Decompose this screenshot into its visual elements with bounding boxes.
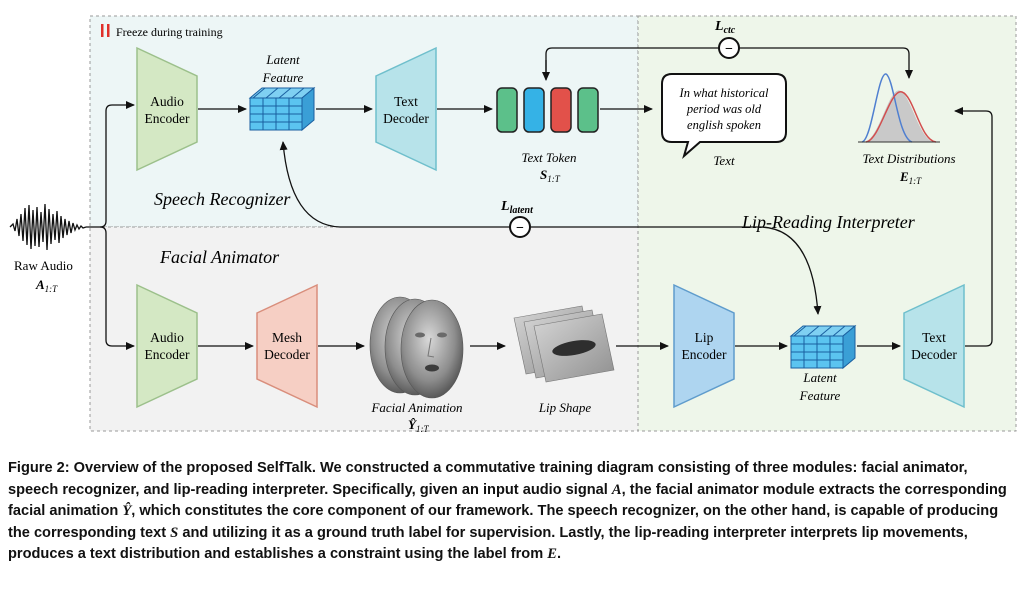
speech-recognizer-title: Speech Recognizer — [154, 189, 291, 209]
lip-reading-interpreter-title: Lip-Reading Interpreter — [741, 212, 916, 232]
text-label: Text — [713, 153, 735, 168]
mesh-decoder-block — [256, 283, 318, 409]
ctc-loss-line-right — [739, 47, 913, 79]
freeze-legend: Freeze during training — [101, 24, 223, 39]
lip-encoder-block — [673, 283, 735, 409]
latent-loss-label: Llatent — [500, 199, 534, 216]
text-decoder-top-block — [375, 46, 437, 172]
latent-loss-line-left — [279, 141, 510, 228]
text-token-3 — [550, 87, 572, 133]
ctc-loss-label: Lctc — [714, 19, 736, 36]
ctc-minus-circle — [718, 37, 740, 59]
text-token-4 — [577, 87, 599, 133]
figure-caption: Figure 2: Overview of the proposed SelfT… — [8, 460, 1007, 562]
text-distributions-label: Text Distributions — [862, 151, 955, 166]
facial-animation-label: Facial Animation — [370, 400, 462, 415]
text-token-label: Text Token — [521, 150, 576, 165]
lip-shape-stack — [513, 305, 615, 383]
audio-branch-line-bottom — [99, 226, 135, 350]
latent-feature-top-cube — [248, 86, 316, 132]
text-token-symbol: S1:T — [540, 167, 561, 184]
text-token-2 — [523, 87, 545, 133]
freeze-mark-1 — [101, 24, 104, 37]
audio-encoder-top-block — [136, 46, 198, 172]
text-decoder-right-block — [903, 283, 965, 409]
latent-minus-sign: − — [516, 221, 524, 236]
facial-animation-symbol: Ŷ1:T — [408, 417, 429, 434]
lip-shape-label: Lip Shape — [538, 400, 592, 415]
audio-encoder-bottom-block — [136, 283, 198, 409]
freeze-label: Freeze during training — [116, 25, 223, 39]
ctc-loss-line — [545, 47, 719, 77]
raw-audio-waveform — [9, 203, 87, 251]
latent-loss-line-right — [531, 226, 822, 315]
latent-feature-bottom-cube — [789, 324, 857, 370]
latent-minus-circle — [509, 216, 531, 238]
text-distributions-plot — [858, 73, 940, 143]
facial-animator-title: Facial Animator — [159, 247, 280, 267]
raw-audio-symbol: A1:T — [35, 277, 58, 294]
speech-bubble — [661, 73, 787, 159]
raw-audio-label: Raw Audio — [14, 258, 73, 273]
architecture-diagram: Freeze during training Speech Recognizer… — [9, 15, 1017, 434]
arrow-decoder-to-distributions — [954, 107, 993, 347]
facial-animation-faces — [369, 296, 464, 399]
text-token-1 — [496, 87, 518, 133]
text-distributions-symbol: E1:T — [899, 169, 922, 186]
ctc-minus-sign: − — [725, 42, 733, 57]
freeze-mark-2 — [107, 24, 110, 37]
